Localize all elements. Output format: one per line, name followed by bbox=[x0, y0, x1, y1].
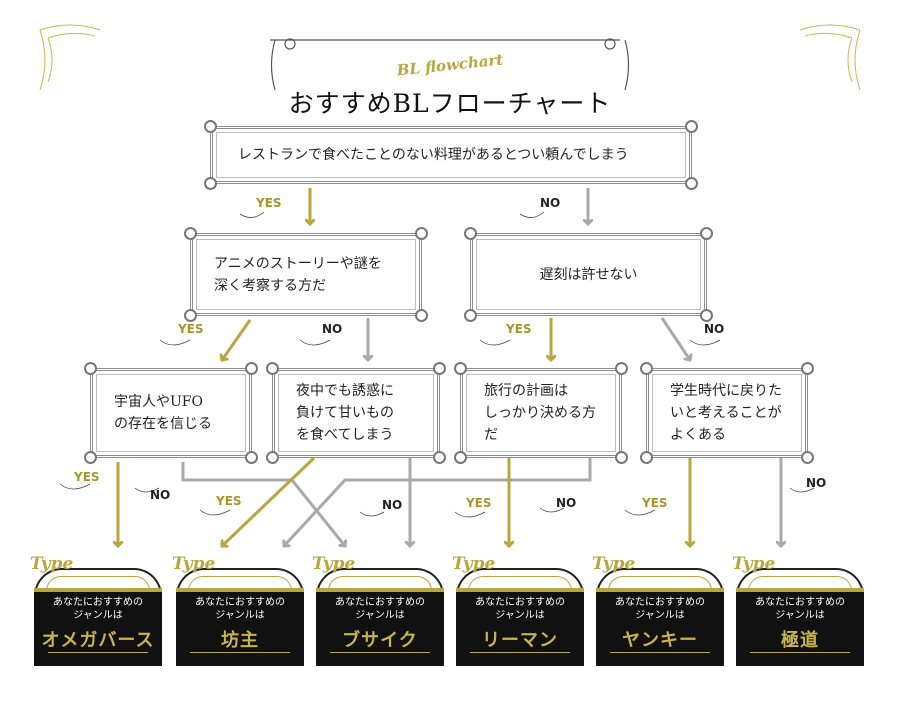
result-lead-text: あなたにおすすめの ジャンルは bbox=[615, 597, 705, 621]
yes-label: YES bbox=[74, 470, 100, 484]
no-label: NO bbox=[322, 322, 343, 336]
result-type-label: Type bbox=[452, 554, 496, 574]
result-genre-name: リーマン bbox=[482, 630, 558, 651]
question-text-5: 夜中でも誘惑に 負けて甘いもの を食べてしまう bbox=[296, 383, 394, 443]
yes-label: YES bbox=[216, 494, 242, 508]
title-frame-ornament bbox=[270, 38, 630, 91]
result-card-6: Type あなたにおすすめの ジャンルは 極道 bbox=[732, 554, 864, 666]
question-box-2: アニメのストーリーや謎を 深く考察する方だ bbox=[184, 227, 428, 322]
result-card-3: Type あなたにおすすめの ジャンルは ブサイク bbox=[312, 554, 444, 666]
question-box-6: 旅行の計画は しっかり決める方だ bbox=[454, 362, 628, 464]
no-label: NO bbox=[382, 498, 403, 512]
question-box-3: 遅刻は許せない bbox=[464, 227, 713, 322]
no-label: NO bbox=[806, 476, 827, 490]
question-box-1: レストランで食べたことのない料理があるとつい頼んでしまう bbox=[204, 120, 698, 190]
result-card-5: Type あなたにおすすめの ジャンルは ヤンキー bbox=[592, 554, 724, 666]
page-title: おすすめBLフローチャート bbox=[288, 89, 612, 118]
result-lead-text: あなたにおすすめの ジャンルは bbox=[335, 597, 425, 621]
result-lead-text: あなたにおすすめの ジャンルは bbox=[53, 597, 143, 621]
yes-label: YES bbox=[506, 322, 532, 336]
result-genre-name: ブサイク bbox=[342, 630, 418, 651]
result-type-label: Type bbox=[592, 554, 636, 574]
result-card-2: Type あなたにおすすめの ジャンルは 坊主 bbox=[172, 554, 304, 666]
result-genre-name: 極道 bbox=[781, 630, 819, 651]
result-type-label: Type bbox=[732, 554, 776, 574]
corner-ornament-left bbox=[39, 24, 101, 91]
result-type-label: Type bbox=[30, 554, 74, 574]
corner-ornament-right bbox=[799, 24, 861, 91]
result-card-1: Type あなたにおすすめの ジャンルは オメガバース bbox=[30, 554, 162, 666]
result-lead-text: あなたにおすすめの ジャンルは bbox=[755, 597, 845, 621]
yes-label: YES bbox=[466, 496, 492, 510]
result-genre-name: オメガバース bbox=[41, 630, 155, 651]
yes-label: YES bbox=[178, 322, 204, 336]
no-label: NO bbox=[556, 496, 577, 510]
result-type-label: Type bbox=[172, 554, 216, 574]
question-box-7: 学生時代に戻りた いと考えることが よくある bbox=[640, 362, 814, 464]
question-text-1: レストランで食べたことのない料理があるとつい頼んでしまう bbox=[238, 147, 629, 163]
question-box-4: 宇宙人やUFO の存在を信じる bbox=[84, 362, 258, 464]
question-box-5: 夜中でも誘惑に 負けて甘いもの を食べてしまう bbox=[266, 362, 446, 464]
result-genre-name: ヤンキー bbox=[622, 630, 698, 651]
result-card-4: Type あなたにおすすめの ジャンルは リーマン bbox=[452, 554, 584, 666]
question-text-3: 遅刻は許せない bbox=[539, 266, 638, 283]
no-label: NO bbox=[150, 488, 171, 502]
question-text-2: アニメのストーリーや謎を 深く考察する方だ bbox=[214, 255, 382, 294]
result-lead-text: あなたにおすすめの ジャンルは bbox=[475, 597, 565, 621]
result-type-label: Type bbox=[312, 554, 356, 574]
yes-label: YES bbox=[256, 196, 282, 210]
question-text-4: 宇宙人やUFO の存在を信じる bbox=[114, 394, 212, 432]
question-text-6: 旅行の計画は しっかり決める方だ bbox=[484, 383, 596, 443]
question-text-7: 学生時代に戻りた いと考えることが よくある bbox=[670, 383, 782, 443]
no-label: NO bbox=[704, 322, 725, 336]
result-genre-name: 坊主 bbox=[221, 630, 259, 651]
result-lead-text: あなたにおすすめの ジャンルは bbox=[195, 597, 285, 621]
yes-label: YES bbox=[642, 496, 668, 510]
no-label: NO bbox=[540, 196, 561, 210]
